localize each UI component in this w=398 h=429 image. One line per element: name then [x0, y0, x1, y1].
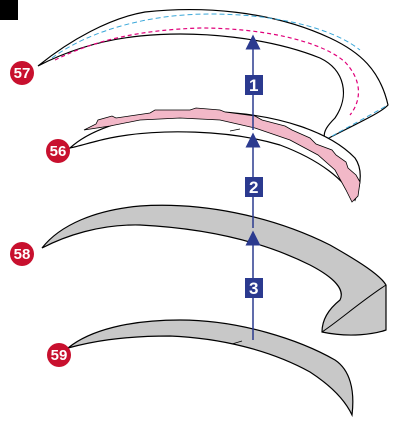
part-56-pad-shell	[68, 107, 361, 203]
callout-56: 56	[46, 139, 70, 163]
svg-text:56: 56	[50, 143, 67, 160]
svg-text:3: 3	[249, 279, 258, 298]
magenta-dashed-outline	[54, 27, 359, 116]
step-box-3: 3	[245, 278, 263, 298]
step-box-1: 1	[245, 75, 263, 95]
svg-text:2: 2	[249, 178, 258, 197]
svg-text:58: 58	[14, 246, 31, 263]
part-57-outer-shell	[37, 9, 389, 141]
callout-57: 57	[10, 61, 34, 85]
corner-tab	[0, 0, 18, 20]
svg-text:1: 1	[249, 76, 258, 95]
cyan-dashed-line	[51, 13, 361, 59]
part-58-grey-shell	[41, 204, 387, 336]
part-59-bottom-shell	[67, 319, 354, 418]
callout-59: 59	[47, 343, 71, 367]
callout-58: 58	[10, 242, 34, 266]
step-box-2: 2	[245, 177, 263, 197]
pink-pads-row	[83, 107, 361, 203]
svg-text:59: 59	[51, 347, 68, 364]
svg-text:57: 57	[14, 65, 31, 82]
